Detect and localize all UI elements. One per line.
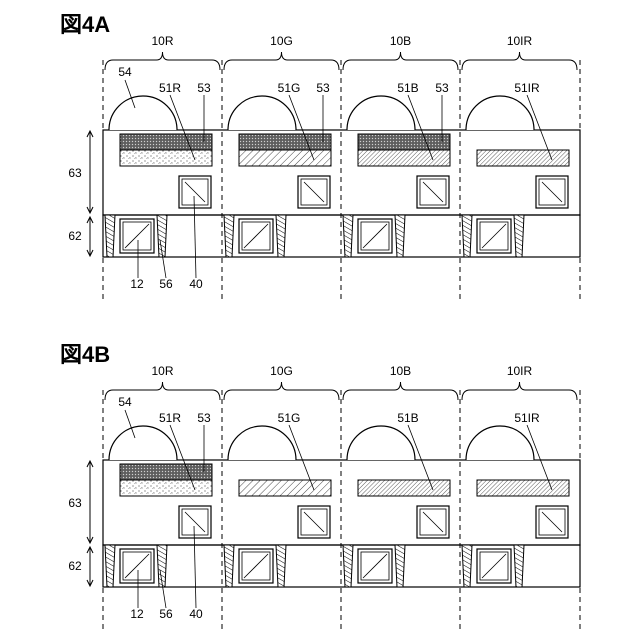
figure-title: 図4A [60,12,110,37]
pixel-10g: 10G 51G [224,364,339,587]
separator-56 [343,545,353,587]
pixel-label: 10B [390,34,411,48]
filter-label: 51IR [514,411,540,425]
layer-62-label: 62 [68,559,82,573]
separator-56 [276,545,286,587]
separator-56 [395,545,405,587]
separator-56 [395,215,405,257]
separator-56 [105,215,115,257]
label-54: 54 [118,395,132,409]
figure-b-panel: 図4B 63 62 10R 51R 53 10G 51G 10B 51B 10IR 51IR 54 12 5… [60,342,580,630]
filter-label: 51G [278,411,301,425]
pixel-brace [462,52,577,70]
label-53: 53 [435,81,449,95]
pixel-brace [224,382,339,400]
figure-a-panel: 図4A 63 62 10R 51R 53 10G 51G 53 10B 51B 53 10IR 51IR 5… [60,12,580,300]
pixel-label: 10G [270,34,293,48]
separator-56 [105,545,115,587]
label-56: 56 [159,607,173,621]
label-40: 40 [189,277,203,291]
color-filter [477,480,569,496]
pixel-10ir: 10IR 51IR [462,34,577,257]
label-12: 12 [130,607,144,621]
layer-62-label: 62 [68,229,82,243]
microlens [466,96,534,130]
microlens [109,426,177,460]
layer-63-label: 63 [68,496,82,510]
dark-filter-53 [358,134,450,150]
pixel-10b: 10B 51B [343,364,458,587]
pixel-label: 10R [151,364,173,378]
pixel-10b: 10B 51B 53 [343,34,458,257]
label-53: 53 [197,81,211,95]
separator-56 [224,215,234,257]
color-filter [358,150,450,166]
label-56: 56 [159,277,173,291]
dark-filter-53 [120,134,212,150]
separator-56 [462,545,472,587]
filter-label: 51B [397,411,418,425]
pixel-brace [343,382,458,400]
filter-label: 51G [278,81,301,95]
microlens [466,426,534,460]
separator-56 [514,215,524,257]
microlens [228,96,296,130]
pixel-label: 10R [151,34,173,48]
pixel-label: 10IR [507,34,533,48]
separator-56 [343,215,353,257]
color-filter [239,150,331,166]
color-filter [120,150,212,166]
pixel-label: 10B [390,364,411,378]
label-54: 54 [118,65,132,79]
label-53: 53 [197,411,211,425]
color-filter [120,480,212,496]
label-12: 12 [130,277,144,291]
pixel-brace [343,52,458,70]
microlens [347,426,415,460]
pixel-label: 10G [270,364,293,378]
label-40: 40 [189,607,203,621]
microlens [347,96,415,130]
filter-label: 51R [159,81,181,95]
filter-label: 51IR [514,81,540,95]
microlens [228,426,296,460]
label-53: 53 [316,81,330,95]
pixel-brace [224,52,339,70]
separator-56 [224,545,234,587]
pixel-label: 10IR [507,364,533,378]
layer-63-label: 63 [68,166,82,180]
pixel-10ir: 10IR 51IR [462,364,577,587]
color-filter [239,480,331,496]
color-filter [358,480,450,496]
separator-56 [462,215,472,257]
microlens [109,96,177,130]
filter-label: 51B [397,81,418,95]
filter-label: 51R [159,411,181,425]
dark-filter-53 [239,134,331,150]
separator-56 [514,545,524,587]
pixel-10g: 10G 51G 53 [224,34,339,257]
separator-56 [276,215,286,257]
dark-filter-53 [120,464,212,480]
color-filter [477,150,569,166]
figure-title: 図4B [60,342,110,367]
pixel-brace [462,382,577,400]
